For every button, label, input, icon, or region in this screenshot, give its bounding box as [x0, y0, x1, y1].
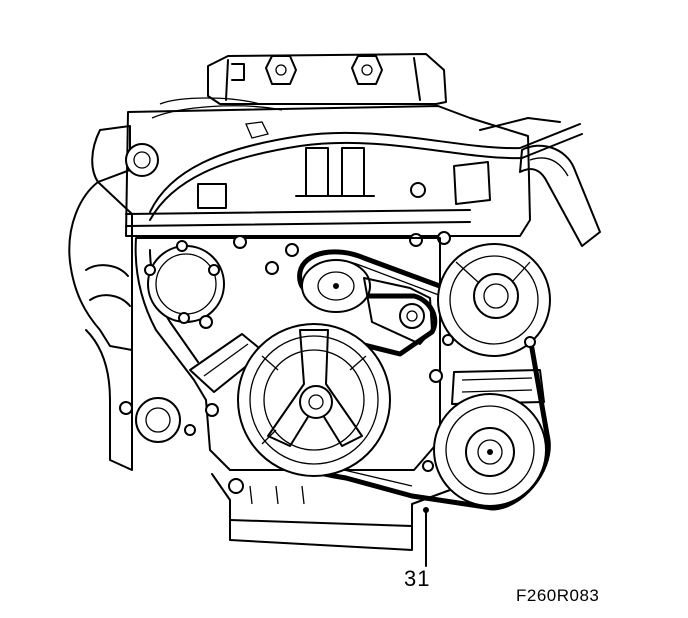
- timing-cover: [134, 235, 443, 494]
- alternator-pulley: [433, 369, 547, 507]
- oil-pan: [211, 473, 451, 551]
- crankshaft-pulley: [237, 323, 391, 477]
- figure-code: F260R083: [516, 586, 600, 605]
- power-steering-pulley: [437, 243, 551, 357]
- intake-duct: [519, 144, 601, 247]
- fuel-lines: [149, 97, 583, 221]
- cylinder-head-cover: [207, 53, 447, 105]
- sensor-body: [119, 333, 265, 443]
- engine-block: [125, 105, 531, 247]
- tensioner-pulley: [301, 259, 433, 345]
- callout-label: 31: [404, 566, 431, 591]
- callout-leader: [423, 507, 429, 567]
- left-bracket: [68, 125, 159, 471]
